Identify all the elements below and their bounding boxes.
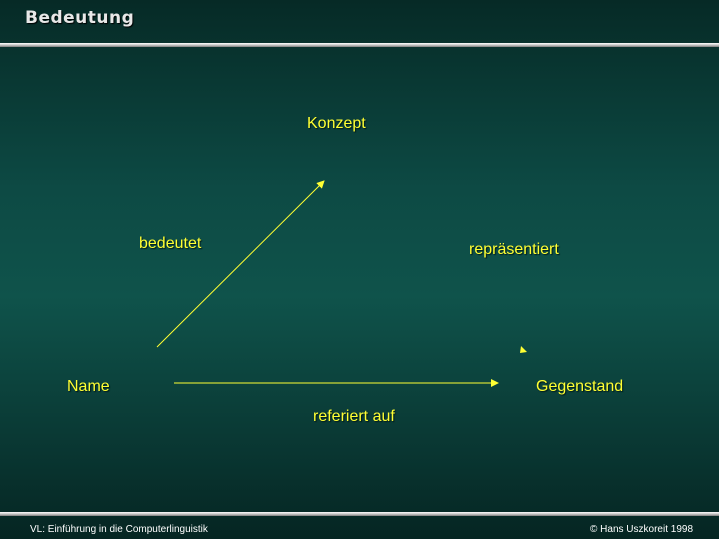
edge-label-referiert-auf: referiert auf <box>313 408 395 425</box>
bottom-divider <box>0 512 719 516</box>
node-konzept: Konzept <box>307 115 366 132</box>
footer-copyright: © Hans Uszkoreit 1998 <box>590 524 693 535</box>
footer-course: VL: Einführung in die Computerlinguistik <box>30 524 208 535</box>
top-divider <box>0 43 719 47</box>
arrow-name-to-konzept <box>156 180 325 348</box>
edge-label-repraesentiert: repräsentiert <box>469 241 559 258</box>
slide-title: Bedeutung <box>25 8 135 28</box>
node-gegenstand: Gegenstand <box>536 378 624 395</box>
node-name: Name <box>67 378 110 395</box>
edge-label-bedeutet: bedeutet <box>139 235 202 252</box>
arrowhead-konzept-to-gegenstand <box>520 346 527 353</box>
